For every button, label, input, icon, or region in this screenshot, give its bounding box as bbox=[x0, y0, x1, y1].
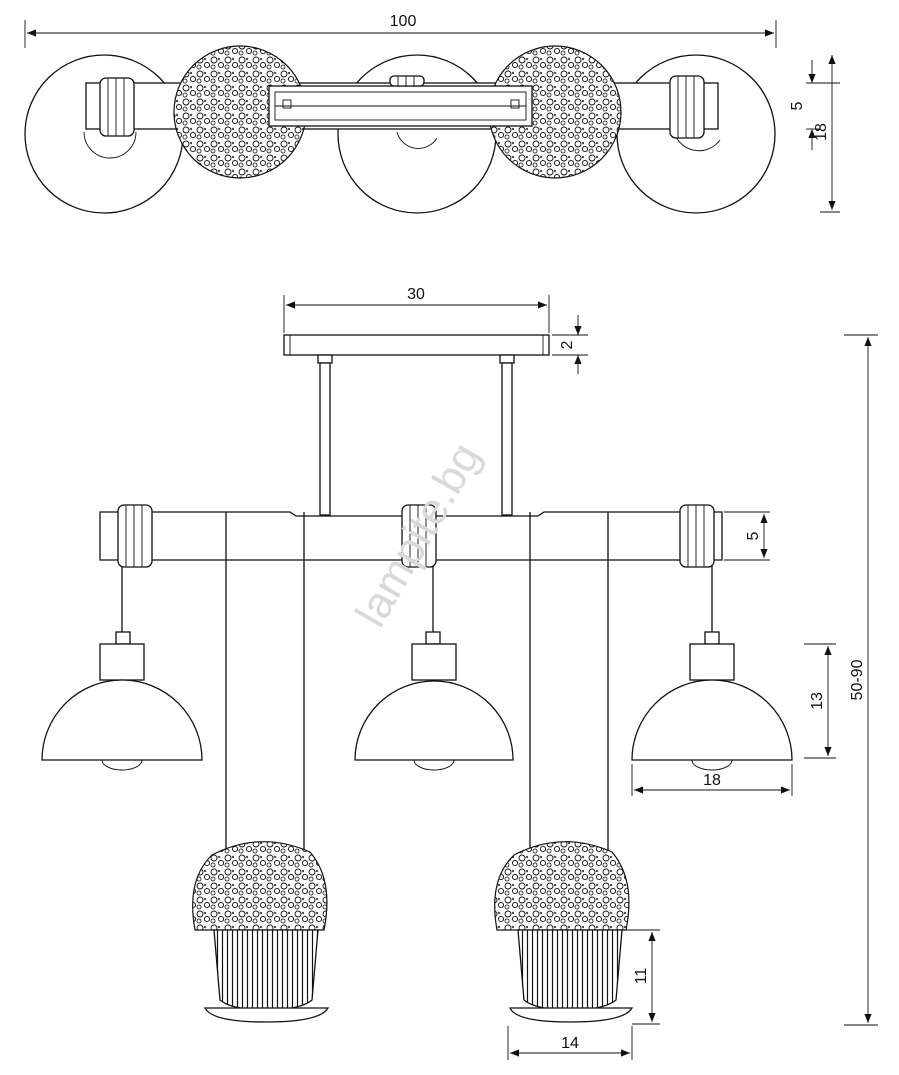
front-rope-coil-left bbox=[117, 504, 153, 568]
dim-beam-height: 5 bbox=[745, 531, 762, 540]
dim-pot-width: 14 bbox=[561, 1035, 579, 1052]
front-shade-center bbox=[354, 631, 514, 771]
dim-shade-width: 18 bbox=[703, 772, 721, 789]
front-flower-pot-right bbox=[494, 841, 634, 1023]
dim-shade-height: 13 bbox=[809, 692, 826, 710]
top-rope-coil-left bbox=[99, 77, 135, 137]
front-rod-right bbox=[501, 362, 513, 516]
front-view: 30 2 5 13 18 50-90 11 bbox=[41, 286, 878, 1060]
top-canopy-screw-left bbox=[282, 99, 292, 109]
front-rod-left bbox=[319, 362, 331, 516]
top-view: 100 5 18 bbox=[24, 13, 840, 214]
front-canopy bbox=[283, 334, 550, 356]
dim-overall-height: 50-90 bbox=[849, 659, 866, 700]
dim-pot-height: 11 bbox=[633, 968, 650, 985]
front-rope-coil-center bbox=[401, 504, 437, 568]
top-canopy-screw-right bbox=[510, 99, 520, 109]
dim-top-depth: 18 bbox=[813, 123, 830, 141]
front-shade-right bbox=[631, 631, 793, 771]
dim-canopy-height: 2 bbox=[559, 340, 576, 349]
dim-top-width: 100 bbox=[390, 13, 417, 30]
front-shade-left bbox=[41, 631, 203, 771]
dim-canopy-width: 30 bbox=[407, 286, 425, 303]
front-rope-coil-right bbox=[679, 504, 715, 568]
dim-top-bar-height: 5 bbox=[789, 101, 806, 110]
top-rope-coil-right bbox=[669, 75, 705, 139]
front-flower-pot-left bbox=[192, 841, 330, 1023]
top-rope-coil-center bbox=[389, 75, 425, 87]
